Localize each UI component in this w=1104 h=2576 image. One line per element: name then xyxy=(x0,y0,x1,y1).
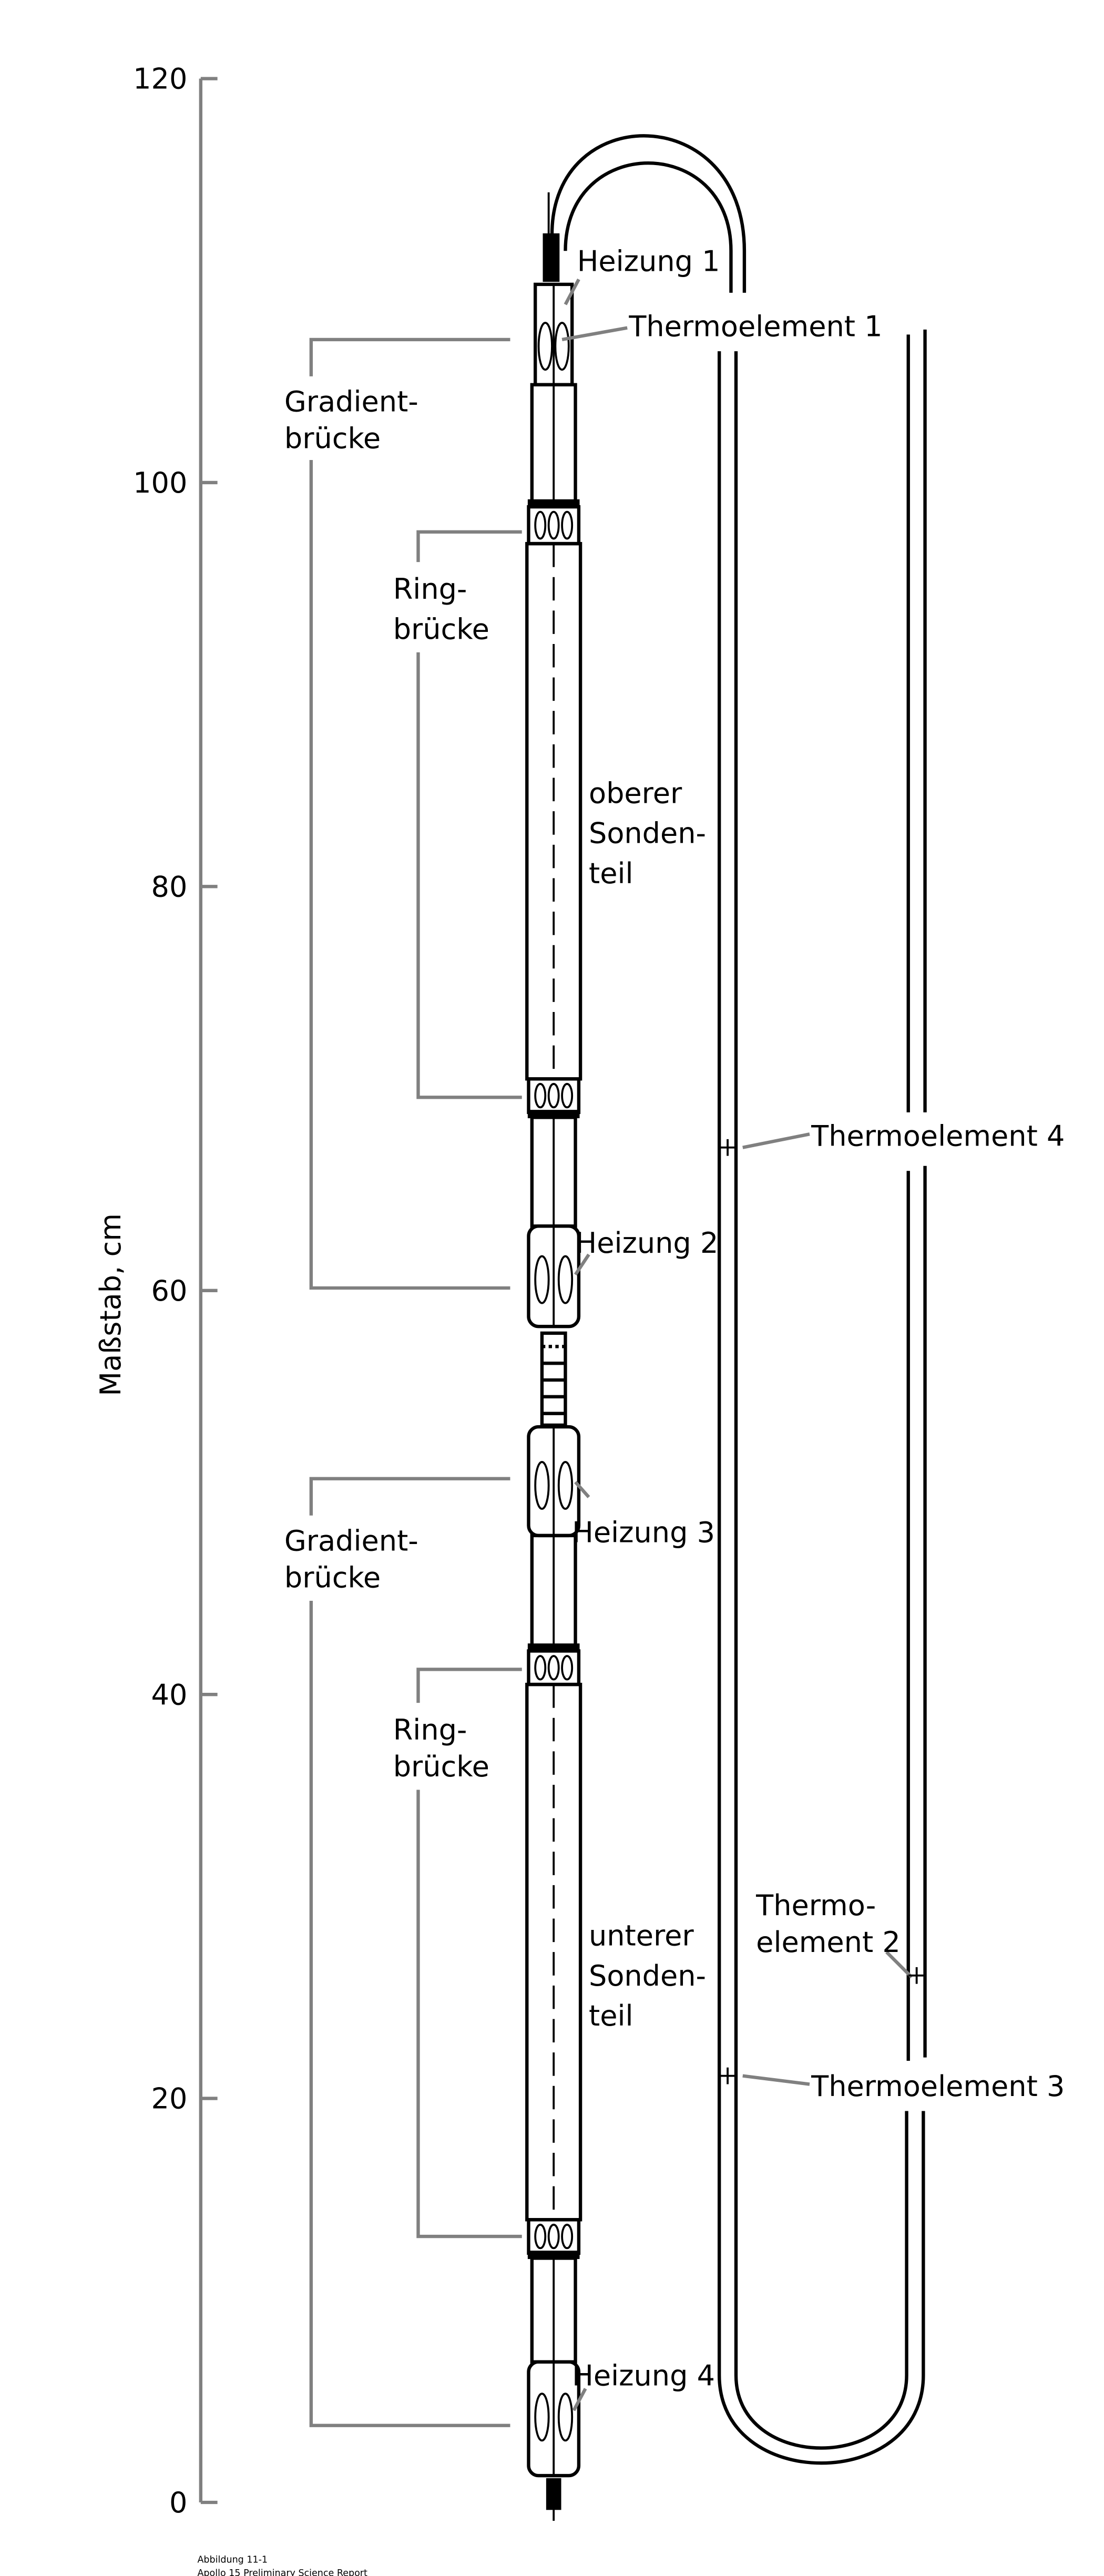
upper-tip xyxy=(543,233,560,282)
lower-ring-label-2: brücke xyxy=(393,1750,489,1783)
spring-connector xyxy=(540,1331,567,1427)
heater-4-label: Heizung 4 xyxy=(572,2359,715,2392)
upper-section-label-1: oberer xyxy=(589,776,682,810)
upper-ring-label-2: brücke xyxy=(393,612,489,646)
thermocouple-marks xyxy=(719,1139,925,2084)
probe: oberer Sonden- teil xyxy=(525,192,706,2521)
lower-ring-top xyxy=(527,1643,581,1686)
upper-ring-top xyxy=(527,499,581,546)
upper-section-label-2: Sonden- xyxy=(589,817,706,850)
heater-2-housing xyxy=(527,1224,581,1328)
upper-gradient-label-1: Gradient- xyxy=(284,385,418,418)
lower-section-label-1: unterer xyxy=(589,1919,694,1952)
thermocouple-1-label: Thermoelement 1 xyxy=(628,310,882,343)
heater-3-housing xyxy=(527,1425,581,1538)
thermocouple-2-label-1: Thermo- xyxy=(755,1889,876,1922)
lower-ring-label-1: Ring- xyxy=(393,1713,467,1746)
thermocouple-4-label: Thermoelement 4 xyxy=(811,1120,1065,1153)
heater-4-housing xyxy=(527,2360,581,2478)
lower-section-label-2: Sonden- xyxy=(589,1959,706,1992)
thermocouple-4-mark xyxy=(719,1139,736,1156)
upper-ring-bracket: Ring- brücke xyxy=(393,530,522,1099)
caption-line-1: Abbildung 11-1 xyxy=(197,2555,268,2565)
axis-tick-label: 20 xyxy=(151,2082,188,2115)
heater-3-label: Heizung 3 xyxy=(572,1516,715,1549)
lower-tip xyxy=(546,2478,561,2510)
lower-gradient-label-1: Gradient- xyxy=(284,1525,418,1558)
axis-label: Maßstab, cm xyxy=(94,1213,127,1396)
heater-2-label: Heizung 2 xyxy=(576,1226,719,1260)
upper-section-label-3: teil xyxy=(589,857,633,890)
upper-ring-label-1: Ring- xyxy=(393,573,467,606)
scale-axis: 0 20 40 60 80 100 120 Maßstab, cm xyxy=(94,63,218,2519)
upper-gradient-bracket: Gradient- brücke xyxy=(284,338,510,1290)
axis-tick-label: 120 xyxy=(133,63,187,96)
heater-1-label: Heizung 1 xyxy=(577,244,720,278)
thermocouple-3-mark xyxy=(719,2067,736,2084)
upper-gradient-label-2: brücke xyxy=(284,422,381,455)
caption-line-2: Apollo 15 Preliminary Science Report xyxy=(197,2568,367,2576)
axis-tick-label: 80 xyxy=(151,870,188,903)
axis-tick-label: 40 xyxy=(151,1678,188,1711)
leader-lines xyxy=(561,278,913,2411)
lower-section-label-3: teil xyxy=(589,1999,633,2032)
upper-ring-bottom xyxy=(527,1077,581,1119)
lower-ring-bracket: Ring- brücke xyxy=(393,1668,522,2238)
lower-ring-bottom xyxy=(527,2218,581,2260)
axis-tick-label: 60 xyxy=(151,1274,188,1307)
axis-tick-label: 0 xyxy=(169,2486,187,2519)
lower-gradient-label-2: brücke xyxy=(284,1561,381,1594)
axis-tick-label: 100 xyxy=(133,466,187,499)
thermocouple-3-label: Thermoelement 3 xyxy=(811,2070,1065,2103)
thermocouple-2-mark xyxy=(908,1967,925,1984)
cable xyxy=(550,134,927,2465)
lower-gradient-bracket: Gradient- brücke xyxy=(284,1477,510,2427)
thermocouple-2-label-2: element 2 xyxy=(756,1926,901,1959)
